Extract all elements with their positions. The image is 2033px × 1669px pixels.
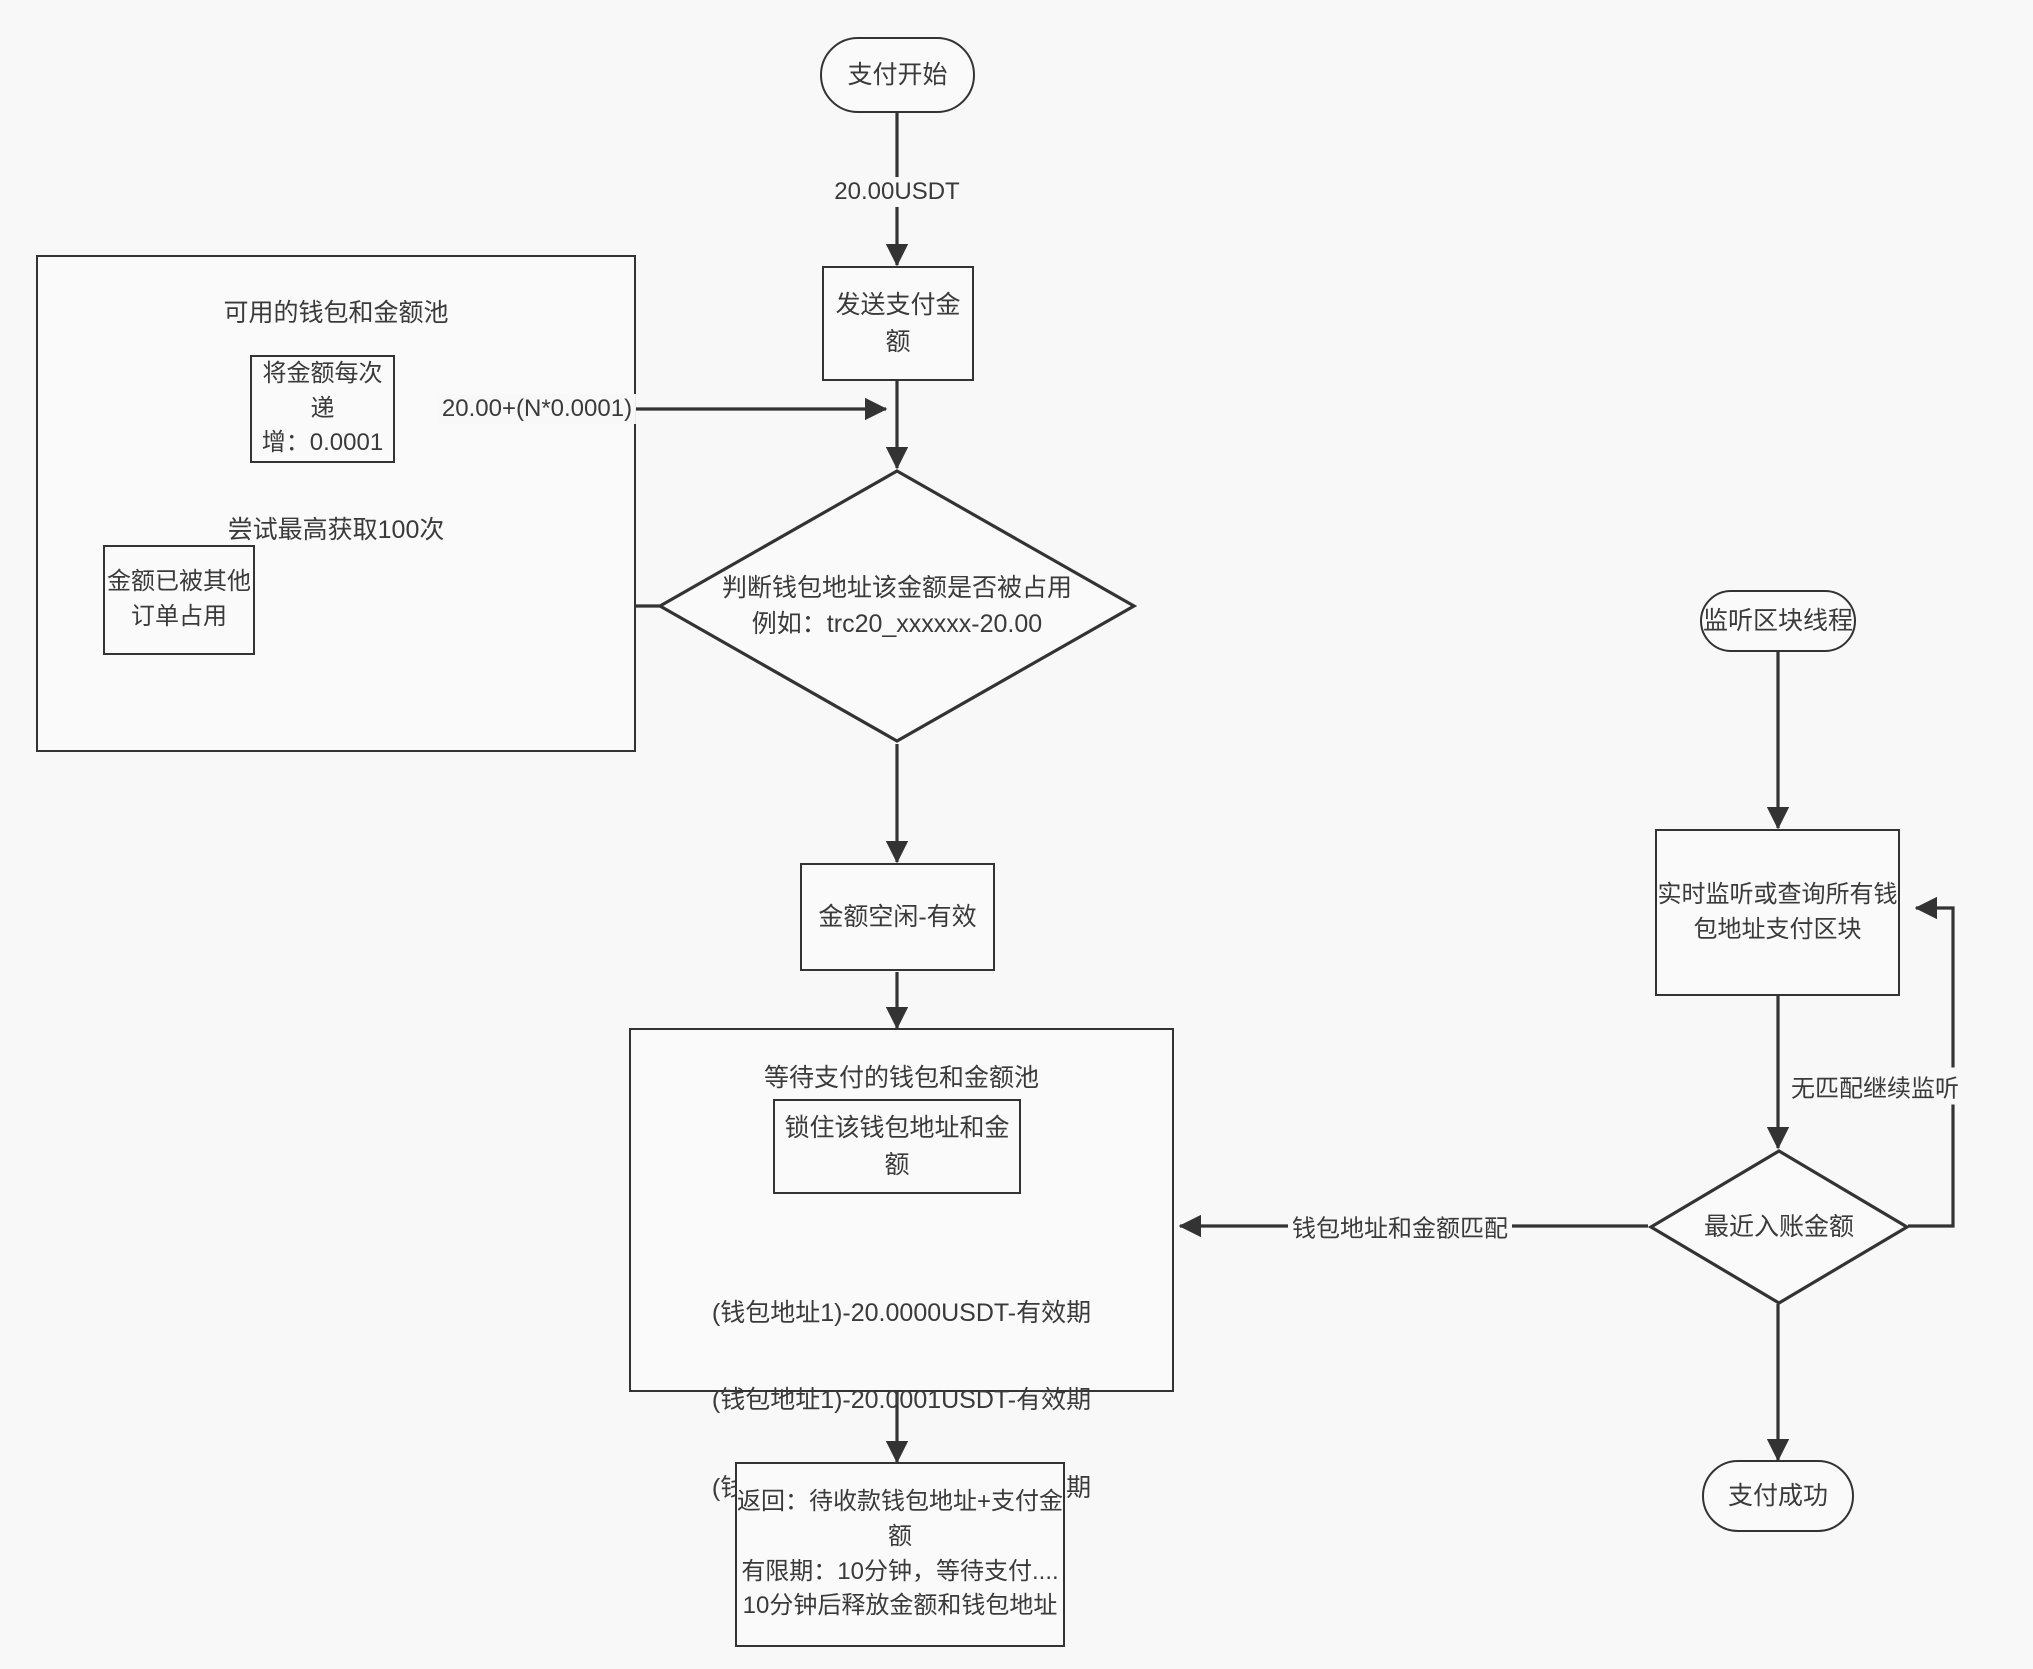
container-available-wallet-pool-title: 可用的钱包和金额池 bbox=[223, 299, 449, 327]
container-waiting-payment-pool-title: 等待支付的钱包和金额池 bbox=[763, 1064, 1039, 1092]
waiting-pool-entry: (钱包地址1)-20.0000USDT-有效期 bbox=[711, 1298, 1092, 1327]
container-waiting-payment-pool: 等待支付的钱包和金额池 (钱包地址1)-20.0000USDT-有效期 (钱包地… bbox=[629, 1028, 1174, 1502]
node-amount-occupied[interactable]: 金额已被其他 订单占用 bbox=[103, 545, 255, 655]
node-check-amount-occupied[interactable]: 判断钱包地址该金额是否被占用 例如：trc20_xxxxxx-20.00 bbox=[657, 468, 1137, 744]
node-payment-start-label: 支付开始 bbox=[847, 60, 948, 89]
node-increment-amount[interactable]: 将金额每次递 增：0.0001 bbox=[250, 355, 395, 463]
node-payment-start[interactable]: 支付开始 bbox=[820, 37, 975, 113]
node-payment-success[interactable]: 支付成功 bbox=[1702, 1460, 1854, 1532]
node-listen-block-thread-label: 监听区块线程 bbox=[1702, 606, 1853, 635]
node-listen-block-thread[interactable]: 监听区块线程 bbox=[1700, 590, 1856, 652]
edge-label-no-match: 无匹配继续监听 bbox=[1787, 1067, 1963, 1105]
node-send-payment-amount[interactable]: 发送支付金额 bbox=[822, 266, 974, 381]
node-lock-wallet-amount[interactable]: 锁住该钱包地址和金额 bbox=[773, 1099, 1021, 1194]
node-listen-all-wallet-blocks[interactable]: 实时监听或查询所有钱 包地址支付区块 bbox=[1655, 829, 1900, 996]
node-amount-free[interactable]: 金额空闲-有效 bbox=[800, 863, 995, 971]
edge-label-match-found: 钱包地址和金额匹配 bbox=[1288, 1207, 1512, 1245]
node-recent-received-amount[interactable]: 最近入账金额 bbox=[1648, 1148, 1910, 1306]
edge-label-increment-to-check: 20.00+(N*0.0001) bbox=[437, 394, 637, 424]
node-listen-all-wallet-blocks-label: 实时监听或查询所有钱 包地址支付区块 bbox=[1657, 880, 1898, 943]
node-payment-success-label: 支付成功 bbox=[1727, 1481, 1828, 1510]
node-send-payment-amount-label: 发送支付金额 bbox=[835, 291, 961, 356]
node-amount-occupied-label: 金额已被其他 订单占用 bbox=[107, 568, 251, 630]
node-increment-amount-label: 将金额每次递 增：0.0001 bbox=[261, 359, 384, 457]
node-return-payment-info[interactable]: 返回：待收款钱包地址+支付金额 有限期：10分钟，等待支付.... 10分钟后释… bbox=[735, 1462, 1065, 1647]
edge-label-start-to-send: 20.00USDT bbox=[830, 177, 964, 207]
node-amount-free-label: 金额空闲-有效 bbox=[818, 902, 977, 931]
edge-recent-loop-back bbox=[1908, 896, 1955, 1228]
container-available-wallet-pool: 可用的钱包和金额池 尝试最高获取100次 bbox=[36, 255, 636, 752]
node-return-payment-info-label: 返回：待收款钱包地址+支付金额 有限期：10分钟，等待支付.... 10分钟后释… bbox=[737, 1487, 1064, 1620]
node-lock-wallet-amount-label: 锁住该钱包地址和金额 bbox=[784, 1114, 1010, 1179]
container-available-wallet-pool-note: 尝试最高获取100次 bbox=[227, 516, 445, 544]
waiting-pool-entry: (钱包地址1)-20.0001USDT-有效期 bbox=[711, 1386, 1092, 1415]
